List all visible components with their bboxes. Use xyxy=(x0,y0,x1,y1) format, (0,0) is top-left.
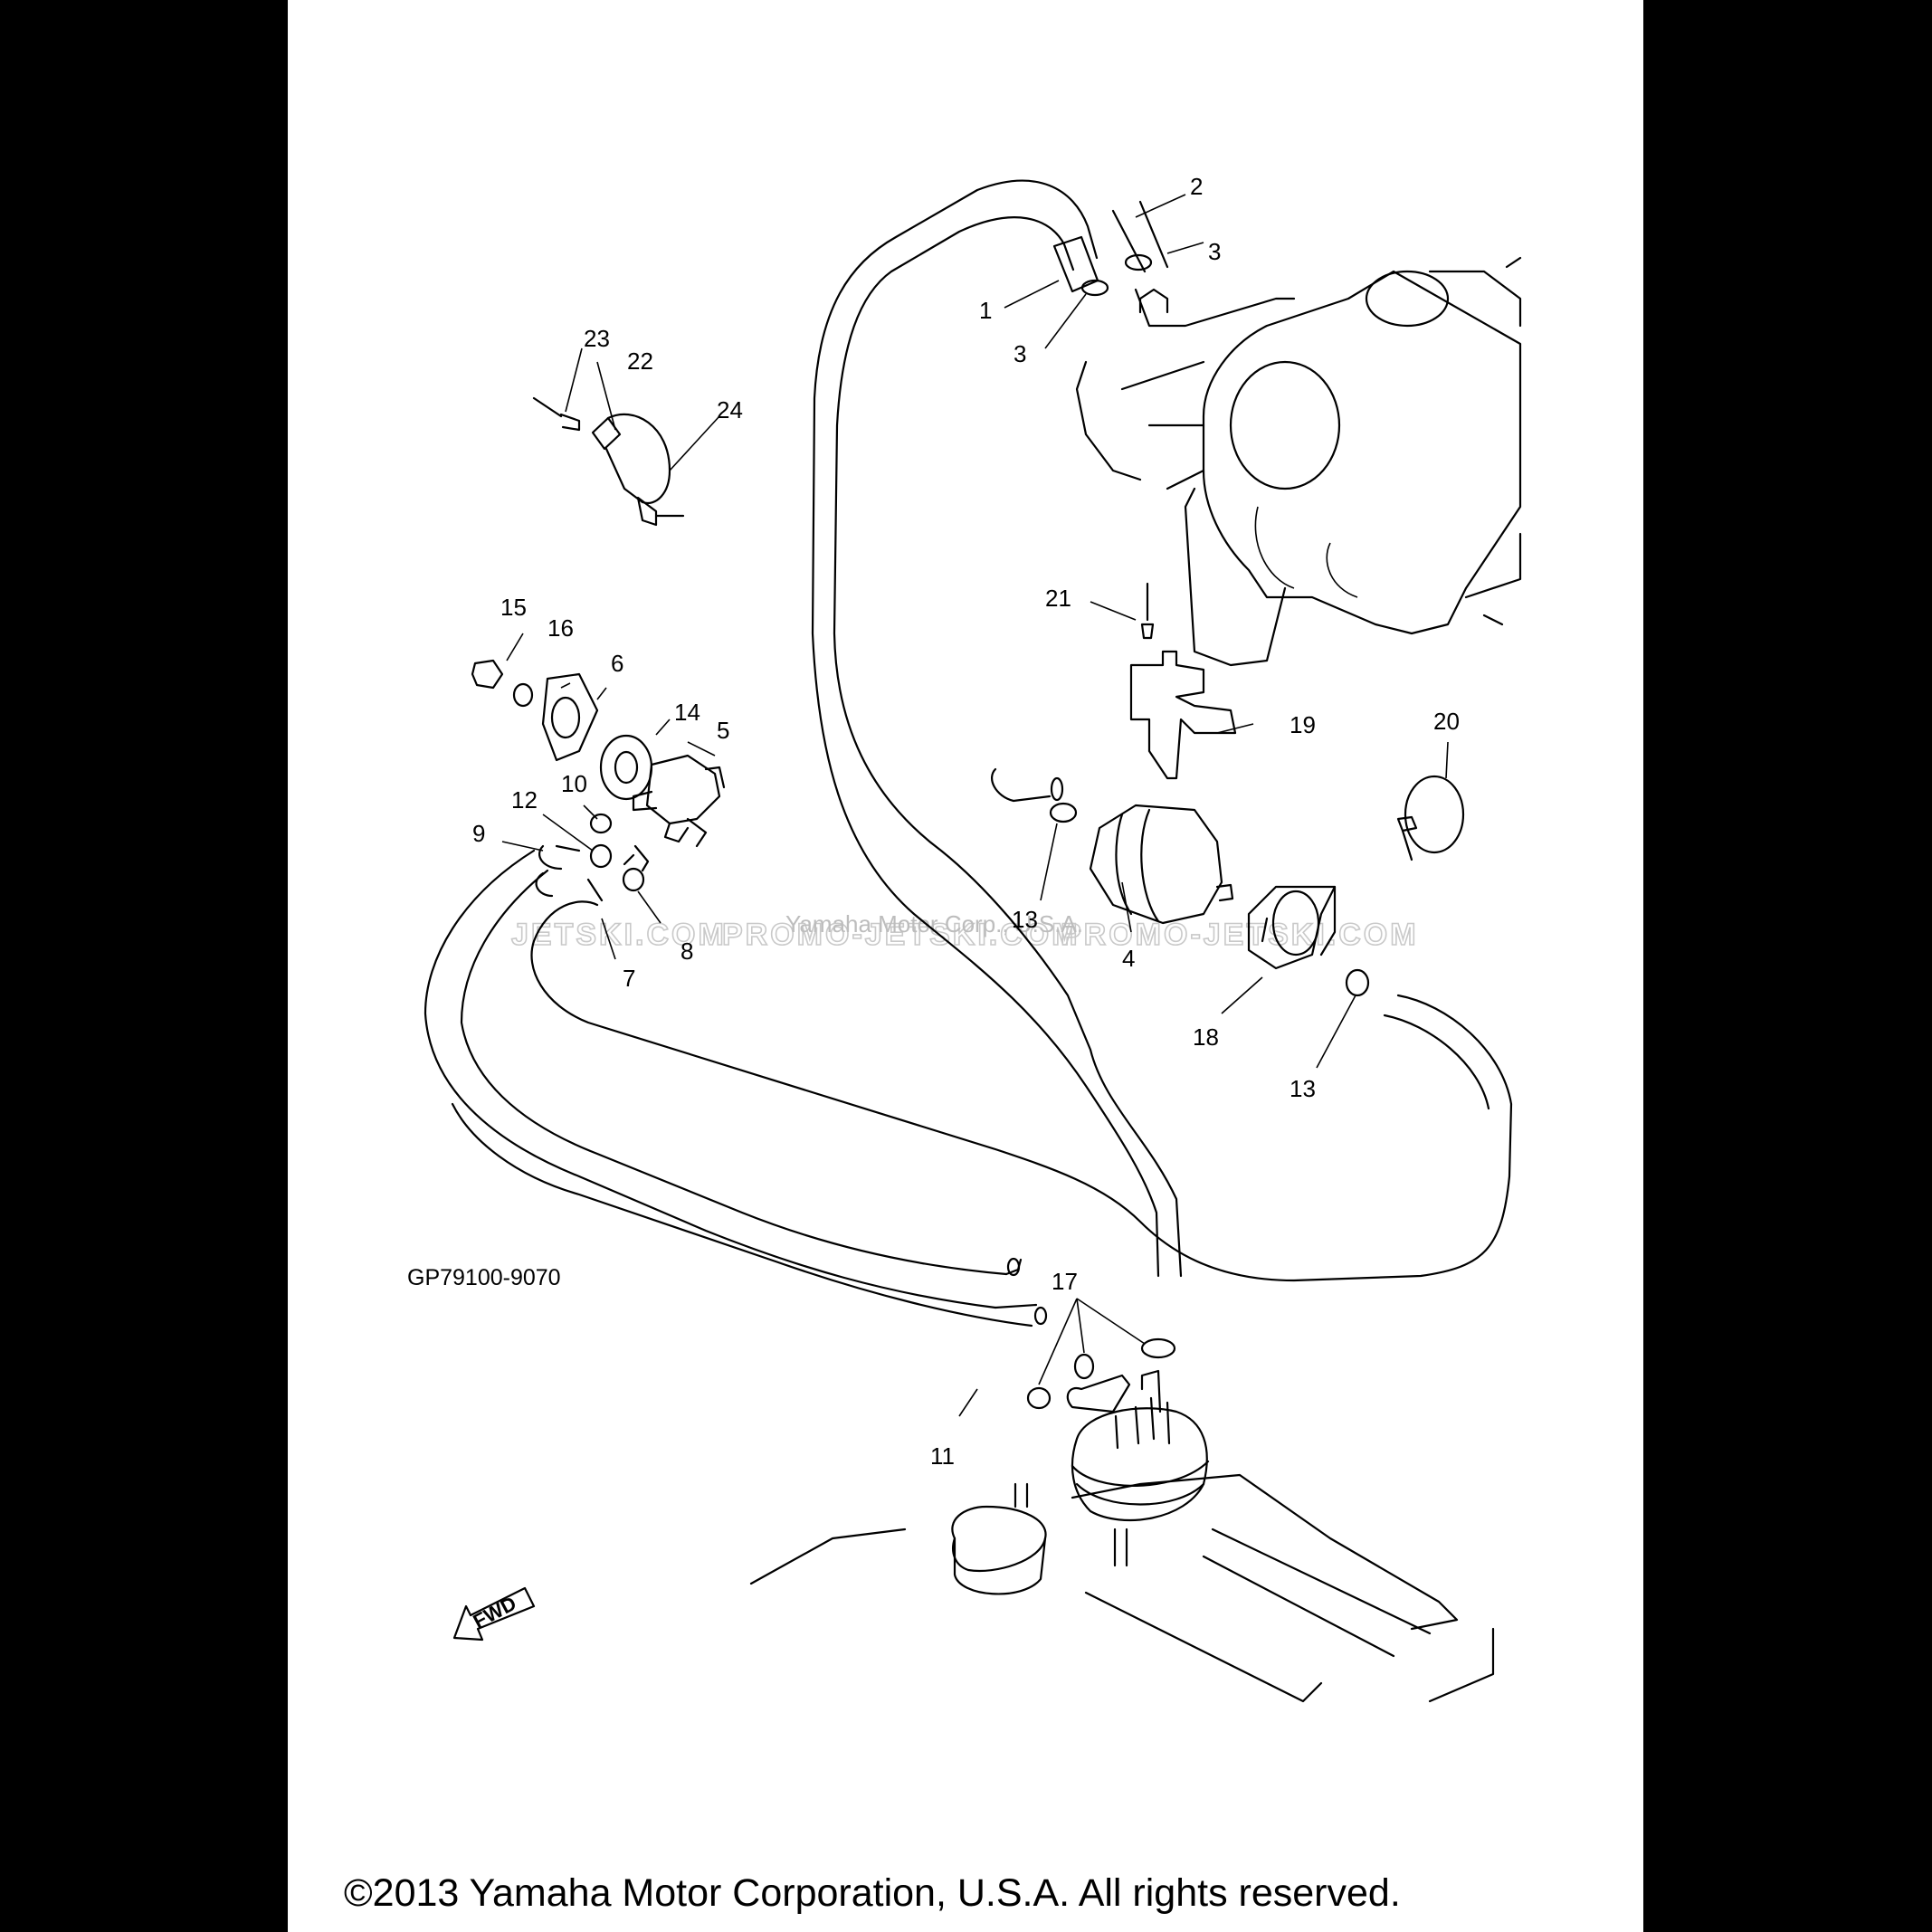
callout-3-upper: 3 xyxy=(1208,238,1221,265)
callout-6: 6 xyxy=(611,650,623,677)
callout-labels: 1 2 3 3 4 5 6 7 8 9 10 11 12 13 13 14 15… xyxy=(472,173,1460,1470)
callout-10: 10 xyxy=(561,770,587,797)
callout-13-right: 13 xyxy=(1290,1075,1316,1102)
callout-17: 17 xyxy=(1052,1268,1078,1295)
callout-11: 11 xyxy=(930,1442,955,1470)
bracket-19 xyxy=(1129,582,1237,780)
callout-15: 15 xyxy=(500,594,527,621)
callout-24: 24 xyxy=(717,396,743,424)
callout-12: 12 xyxy=(511,786,538,814)
hose-return xyxy=(530,900,1513,1282)
hose-1-2 xyxy=(1052,200,1169,293)
fuel-filter-4 xyxy=(991,767,1234,925)
callout-3-lower: 3 xyxy=(1014,340,1026,367)
fwd-label: FWD xyxy=(470,1592,520,1633)
copyright-notice: ©2013 Yamaha Motor Corporation, U.S.A. A… xyxy=(344,1871,1401,1915)
callout-20: 20 xyxy=(1433,708,1460,735)
watermark-right: PROMO-JETSKI.COM xyxy=(1061,918,1419,952)
cable-tie-20 xyxy=(1396,775,1465,861)
callout-9: 9 xyxy=(472,820,485,847)
fwd-arrow: FWD xyxy=(452,1586,536,1642)
diagram-sheet xyxy=(288,0,1643,1932)
callout-22: 22 xyxy=(627,347,653,375)
callout-14: 14 xyxy=(674,699,700,726)
callout-23: 23 xyxy=(584,325,610,352)
carburetor-assembly xyxy=(1075,256,1522,667)
callout-8: 8 xyxy=(680,937,693,965)
hose-main xyxy=(811,179,1183,1278)
clamps-valve xyxy=(535,813,650,902)
callout-5: 5 xyxy=(717,717,729,744)
callout-7: 7 xyxy=(623,965,635,992)
leader-lines xyxy=(501,194,1449,1417)
watermark-left: JETSKI.COM xyxy=(511,918,727,952)
callout-2: 2 xyxy=(1190,173,1203,200)
callout-21: 21 xyxy=(1045,585,1071,612)
fuel-tank xyxy=(749,1369,1495,1703)
cable-tie-assembly xyxy=(532,396,685,527)
watermark-source: Yamaha Motor Corp., U.S.A. xyxy=(785,910,1083,937)
clamp-3-pair xyxy=(1080,253,1153,297)
callout-19: 19 xyxy=(1290,711,1316,738)
clamp-13-right xyxy=(1345,968,1370,997)
clamp-17-set xyxy=(1026,1337,1176,1410)
fuel-valve-assembly xyxy=(471,659,726,848)
callout-18: 18 xyxy=(1193,1023,1219,1051)
callout-1: 1 xyxy=(979,297,992,324)
filter-holder-18 xyxy=(1247,885,1337,970)
diagram-code: GP79100-9070 xyxy=(407,1265,561,1290)
callout-13-left: 13 xyxy=(1012,906,1038,933)
callout-4: 4 xyxy=(1122,945,1135,972)
hose-pair xyxy=(424,849,1048,1328)
watermark-center: PROMO-JETSKI.COM xyxy=(722,918,1080,952)
callout-16: 16 xyxy=(547,614,574,642)
